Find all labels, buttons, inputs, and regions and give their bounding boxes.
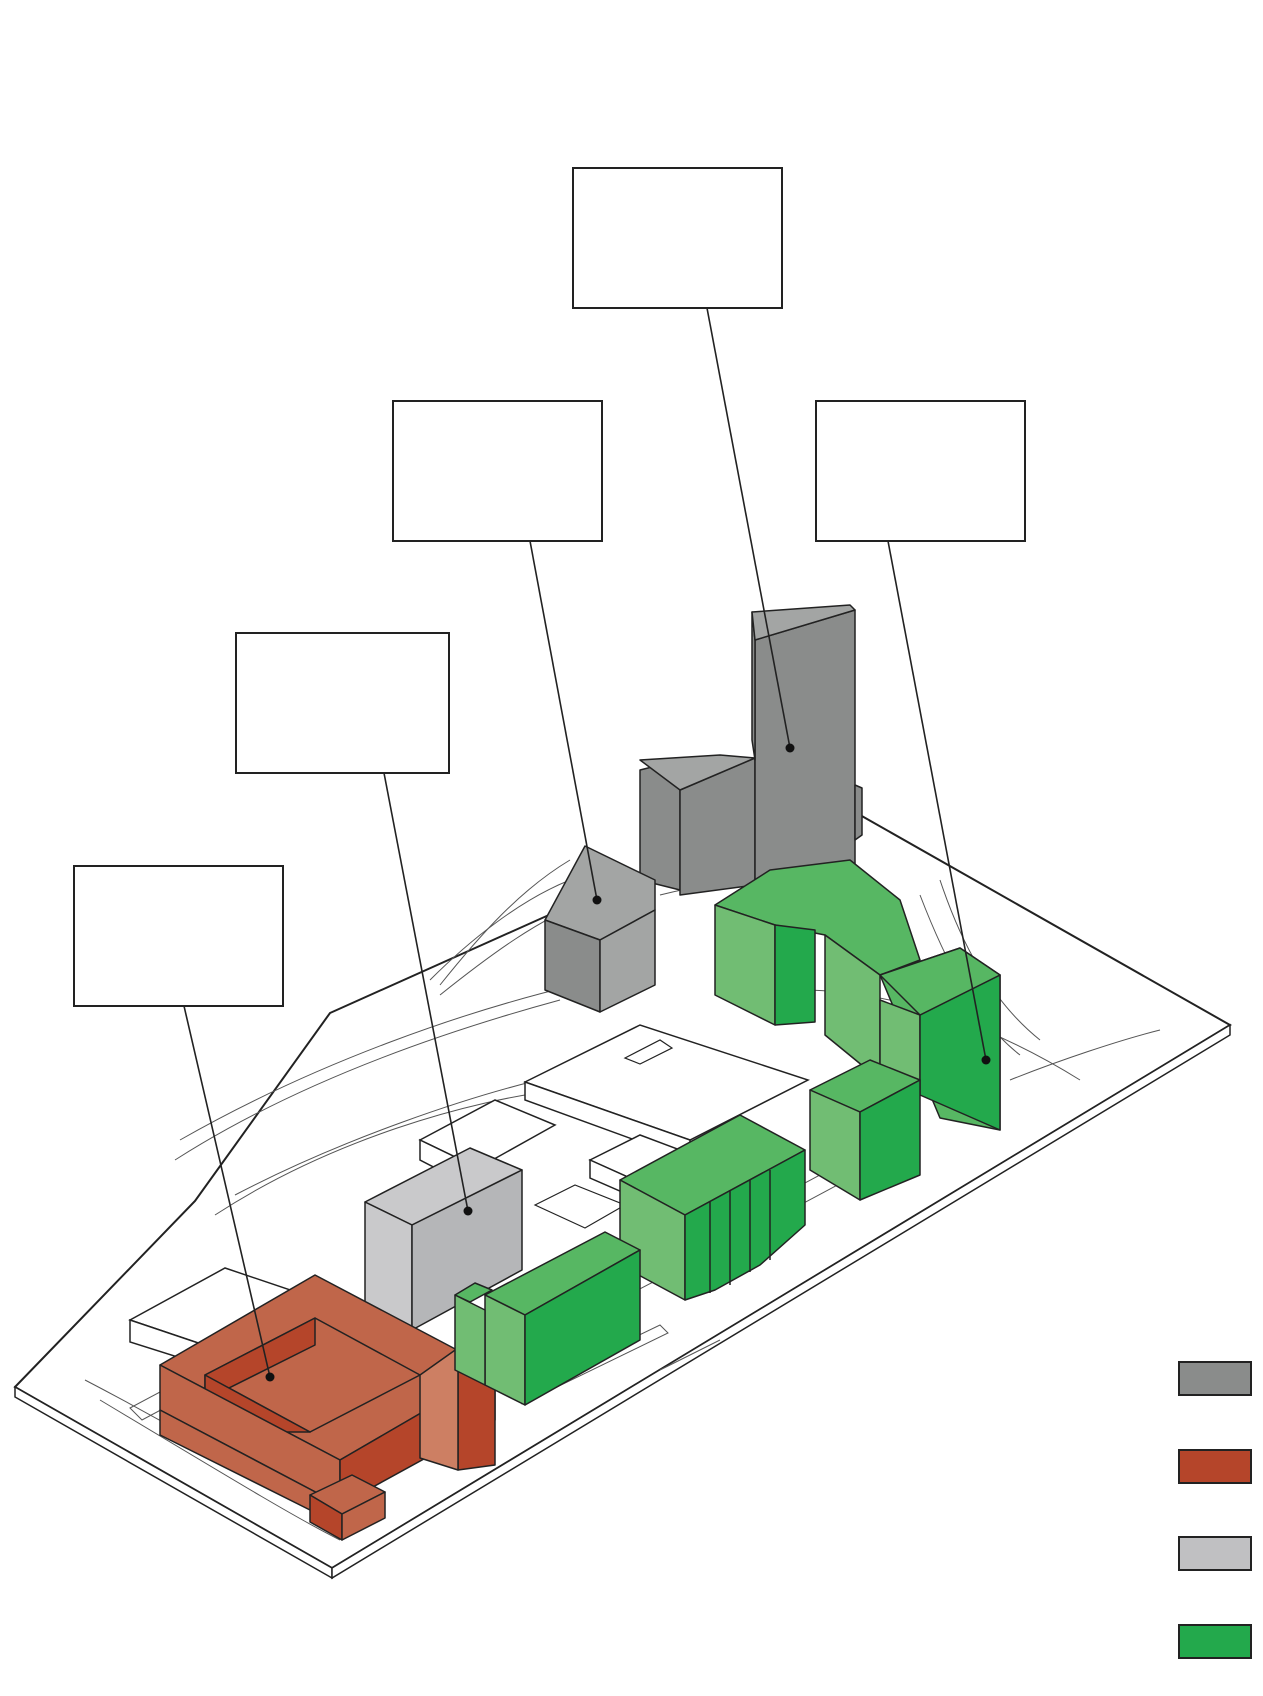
legend-swatch-light-gray [1178,1536,1252,1571]
leader-line-2 [529,540,598,901]
legend-swatch-brick [1178,1449,1252,1484]
leader-line-4 [383,772,469,1212]
building-brick [159,1274,496,1541]
building-light-gray [364,1147,523,1331]
leader-dots [265,743,991,1382]
legend [1178,1361,1252,1659]
legend-swatch-green [1178,1624,1252,1659]
leader-lines [183,307,987,1378]
callout-box-1 [572,167,783,309]
leader-dot-2 [592,895,602,905]
building-green-south [454,1231,641,1406]
leader-line-5 [183,1005,271,1378]
callout-box-5 [73,865,284,1007]
callout-box-3 [815,400,1026,542]
leader-dot-3 [981,1055,991,1065]
callout-box-4 [235,632,450,774]
leader-dot-1 [785,743,795,753]
building-tower-dark-gray [639,604,863,896]
building-house-dark-gray [544,845,656,1013]
building-green-east [809,947,1001,1201]
leader-line-1 [706,307,791,749]
leader-dot-5 [265,1372,275,1382]
callout-boxes [73,167,1026,1007]
building-green-north [714,859,921,1081]
legend-swatch-dark-gray [1178,1361,1252,1396]
leader-dot-4 [463,1206,473,1216]
leader-line-3 [887,540,987,1061]
callout-box-2 [392,400,603,542]
